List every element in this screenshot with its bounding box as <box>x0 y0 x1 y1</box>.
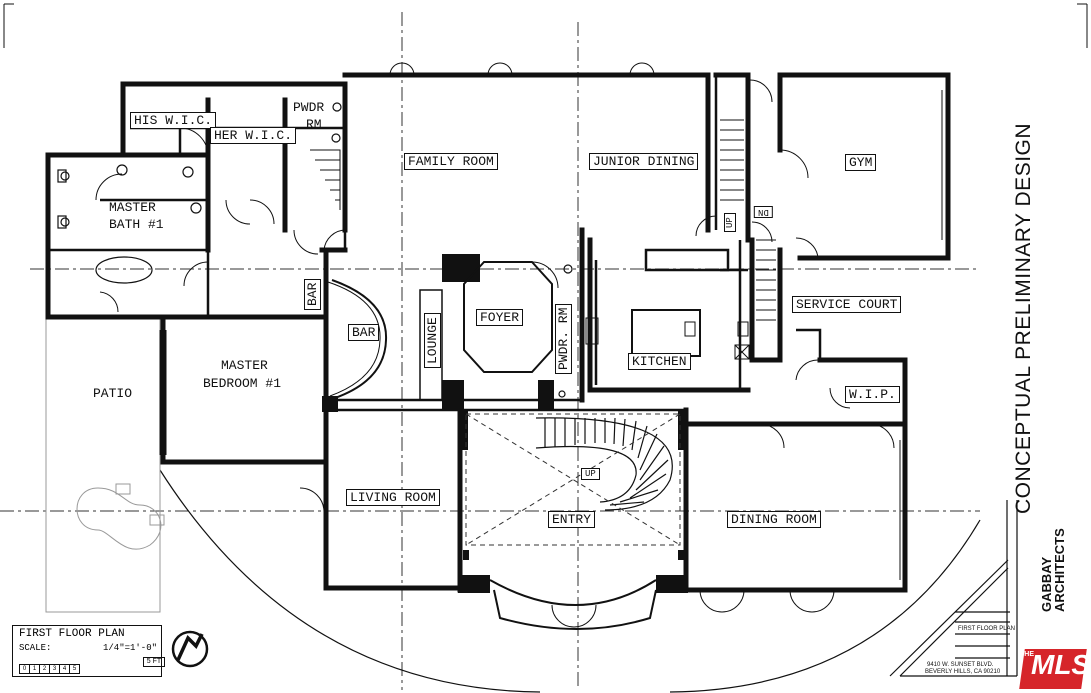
room-label-entry: ENTRY <box>548 511 596 528</box>
plan-title-text: FIRST FLOOR PLAN <box>19 628 125 640</box>
mls-logo: THE MLS <box>1018 647 1091 691</box>
room-label-living-room: LIVING ROOM <box>346 489 440 506</box>
scale-label: SCALE: <box>19 643 52 653</box>
room-label-bar: BAR <box>348 324 380 341</box>
scale-tick-5: 5 <box>69 664 80 674</box>
sheet-title: FIRST FLOOR PLAN <box>958 626 1015 632</box>
architect-address-line1: 9410 W. SUNSET BLVD. <box>927 662 994 668</box>
room-label-master-bath-line1: MASTER <box>109 200 156 215</box>
mls-logo-text: MLS <box>1031 649 1091 680</box>
room-label-service-court: SERVICE COURT <box>792 296 902 313</box>
scale-ft-label: 5 FT <box>143 657 165 667</box>
room-label-gym: GYM <box>845 154 877 171</box>
room-label-lounge: LOUNGE <box>424 313 441 368</box>
room-label-pwdr-rm-side: PWDR. RM <box>555 303 572 374</box>
room-label-wip: W.I.P. <box>845 386 900 403</box>
room-label-family-room: FAMILY ROOM <box>404 153 498 170</box>
room-label-dining-room: DINING ROOM <box>727 511 821 528</box>
room-label-her-wic: HER W.I.C. <box>210 127 297 144</box>
room-label-junior-dining: JUNIOR DINING <box>589 153 699 170</box>
architect-name: GABBAY ARCHITECTS <box>1039 528 1067 612</box>
stair-label-up-entry: UP <box>581 468 600 480</box>
room-label-master-bedroom-line2: BEDROOM #1 <box>203 376 282 391</box>
architect-address-line2: BEVERLY HILLS, CA 90210 <box>925 669 1001 675</box>
drawing-title: CONCEPTUAL PRELIMINARY DESIGN <box>1012 122 1035 514</box>
room-label-bar-small: BAR <box>304 278 321 310</box>
room-label-master-bedroom-line1: MASTER <box>221 358 268 373</box>
room-label-foyer: FOYER <box>476 309 524 326</box>
room-label-his-wic: HIS W.I.C. <box>130 112 217 129</box>
stair-label-up-service: UP <box>724 213 736 232</box>
mls-logo-the: THE <box>1020 651 1034 658</box>
architect-name-line2: ARCHITECTS <box>1052 528 1067 612</box>
room-label-patio: PATIO <box>93 386 133 401</box>
room-label-pwdr-rm-top-line2: RM <box>306 117 322 132</box>
room-label-kitchen: KITCHEN <box>628 353 691 370</box>
room-label-pwdr-rm-top-line1: PWDR <box>293 100 325 115</box>
scale-value: 1/4"=1'-0" <box>103 643 158 653</box>
room-label-master-bath-line2: BATH #1 <box>109 217 164 232</box>
stair-label-dn: DN <box>754 206 773 218</box>
